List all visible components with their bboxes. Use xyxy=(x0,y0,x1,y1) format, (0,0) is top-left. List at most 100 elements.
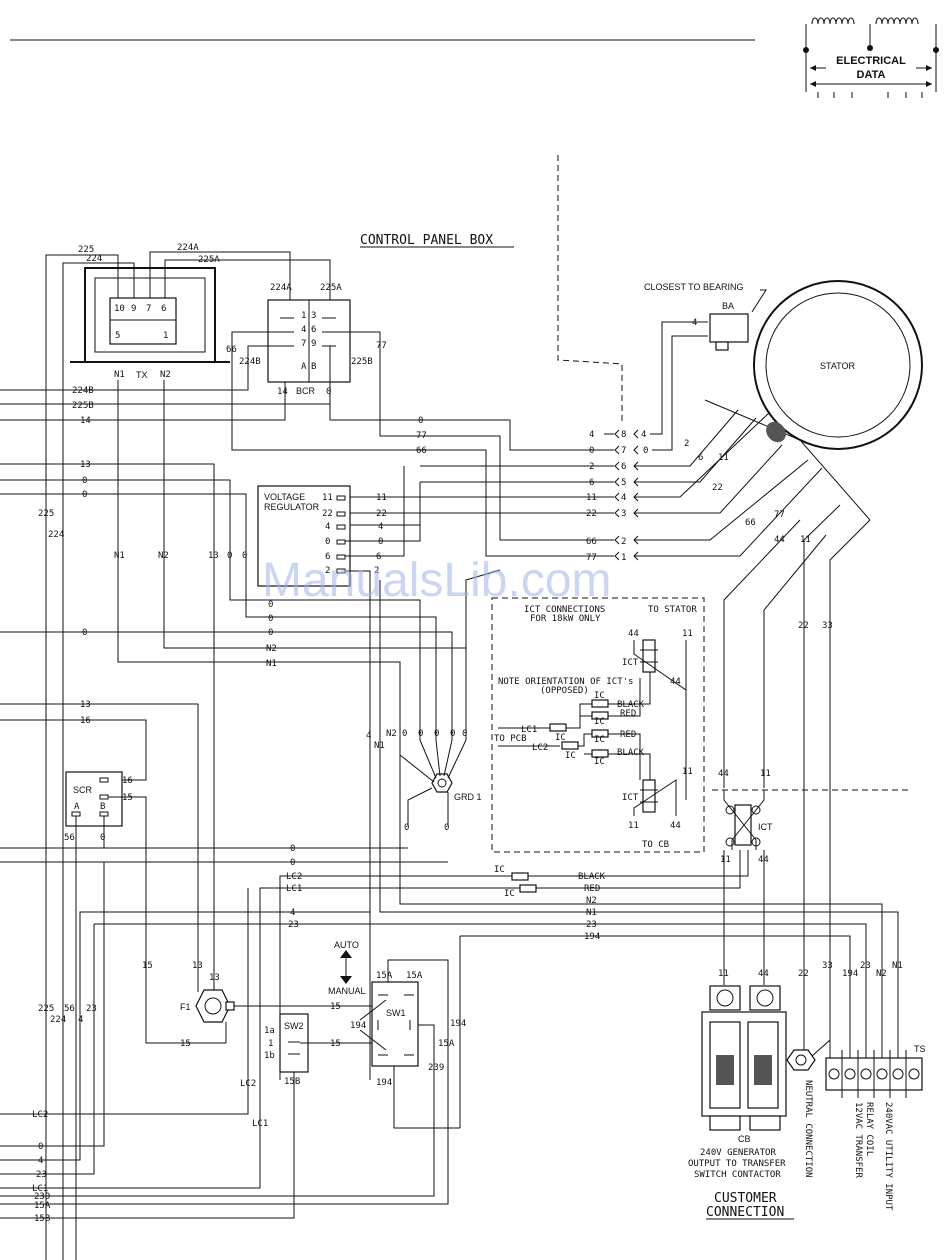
left-0-bottom: 0 xyxy=(38,1142,43,1152)
bottom-4: 4 xyxy=(78,1015,83,1025)
ict-44-c: 44 xyxy=(670,821,681,831)
tx-n1: N1 xyxy=(114,370,125,380)
ict-11-b: 11 xyxy=(682,767,693,777)
ict-connections-box: ICT CONNECTIONS FOR 18kW ONLY TO STATOR … xyxy=(491,597,705,853)
lead-33: 33 xyxy=(822,621,833,631)
sw2-15: 15 xyxy=(330,1039,341,1049)
voltage-regulator: VOLTAGE REGULATOR 11 22 4 0 6 2 11 22 4 … xyxy=(257,466,421,1080)
sw1-194-right: 194 xyxy=(450,1019,466,1029)
left-0b: 0 xyxy=(82,490,87,500)
bottom-23: 23 xyxy=(86,1004,97,1014)
bcr-225a: 225A xyxy=(320,283,342,293)
vr-label-1: VOLTAGE xyxy=(264,492,305,502)
tx-label: TX xyxy=(136,370,148,380)
left-4: 4 xyxy=(38,1156,43,1166)
f1-13b: 13 xyxy=(209,973,220,983)
sw1-15a-a: 15A xyxy=(376,971,393,981)
ba-label: BA xyxy=(722,301,734,311)
tx-n2: N2 xyxy=(160,370,171,380)
ict-ic-5: IC xyxy=(594,735,605,745)
lead-22: 22 xyxy=(798,621,809,631)
wire-224a-top: 224A xyxy=(177,243,199,253)
vert-0c: 0 xyxy=(402,729,407,739)
f1-13a: 13 xyxy=(192,961,203,971)
electrical-data-line1: ELECTRICAL xyxy=(836,55,906,67)
electrical-data-emblem: ELECTRICAL DATA xyxy=(803,17,939,98)
sw1-label: SW1 xyxy=(386,1008,406,1018)
conn-pin-6: 6 xyxy=(621,462,626,472)
bus-23: 23 xyxy=(288,920,299,930)
bcr-pin-a: A xyxy=(301,362,307,372)
cb-text-2: OUTPUT TO TRANSFER xyxy=(688,1159,786,1169)
conn-pin-8: 8 xyxy=(621,430,626,440)
wire-0-a: 0 xyxy=(268,600,273,610)
bcr-module: 1 3 4 6 7 9 A B 224A 225A 66 77 224B 225… xyxy=(226,283,387,397)
bus-0b: 0 xyxy=(290,858,295,868)
left-lc1: LC1 xyxy=(32,1184,48,1194)
left-224b: 224B xyxy=(72,386,94,396)
conn-wire-0: 0 xyxy=(589,446,594,456)
ict-ic-6: IC xyxy=(594,757,605,767)
ba-brush-assembly: CLOSEST TO BEARING BA 4 xyxy=(644,282,767,351)
vr-out-2: 2 xyxy=(374,566,379,576)
ict-black-2: BLACK xyxy=(617,748,645,758)
vr-term-22: 22 xyxy=(322,509,333,519)
scr-module: SCR 16 15 A B 56 0 xyxy=(64,771,133,843)
sw2-1a: 1a xyxy=(264,1026,275,1036)
conn-pin-1: 1 xyxy=(621,553,626,563)
cb-text-1: 240V GENERATOR xyxy=(700,1148,776,1158)
left-23: 23 xyxy=(36,1170,47,1180)
ict-title-1: ICT CONNECTIONS xyxy=(524,605,605,615)
cb-label: CB xyxy=(738,1134,751,1144)
tx-pin-5: 5 xyxy=(115,331,120,341)
vr-term-0: 0 xyxy=(325,537,330,547)
left-15a: 15A xyxy=(34,1201,51,1211)
bottom-56: 56 xyxy=(64,1004,75,1014)
neutral-22: 22 xyxy=(798,969,809,979)
ts-label: TS xyxy=(914,1044,926,1054)
conn-wire-66: 66 xyxy=(586,537,597,547)
tx-pin-1: 1 xyxy=(163,331,168,341)
ict-11-a: 11 xyxy=(682,629,693,639)
ict-44-b: 44 xyxy=(670,677,681,687)
ts-23: 23 xyxy=(860,961,871,971)
ict-red-2: RED xyxy=(620,730,636,740)
f1-15-bottom: 15 xyxy=(180,1039,191,1049)
vert-0a: 0 xyxy=(227,551,232,561)
vr-term-4: 4 xyxy=(325,522,330,532)
vert-n1: N1 xyxy=(114,551,125,561)
switch-manual: MANUAL xyxy=(328,986,366,996)
bcr-pin-b: B xyxy=(311,362,316,372)
stator-lead-66: 66 xyxy=(745,518,756,528)
ict-to-stator: TO STATOR xyxy=(648,605,697,615)
vert-lc1: LC1 xyxy=(252,1119,268,1129)
left-15b: 15B xyxy=(34,1214,50,1224)
vert-0e: 0 xyxy=(434,729,439,739)
scr-56: 56 xyxy=(64,833,75,843)
bus-4: 4 xyxy=(290,908,295,918)
conn-wire-22: 22 xyxy=(586,509,597,519)
ict-main-44: 44 xyxy=(718,769,729,779)
bus-ic-2: IC xyxy=(504,889,515,899)
ict-black-1: BLACK xyxy=(617,700,645,710)
left-13: 13 xyxy=(80,460,91,470)
bus-lc2: LC2 xyxy=(286,872,302,882)
bus-n2: N2 xyxy=(586,896,597,906)
wire-224-mid: 224 xyxy=(48,530,64,540)
panel-boundary xyxy=(557,155,623,425)
scr-pin-b: B xyxy=(100,802,105,812)
ict-lower-label: ICT xyxy=(622,793,639,803)
vert-15: 15 xyxy=(142,961,153,971)
conn-wire-77: 77 xyxy=(586,553,597,563)
tx-pin-6: 6 xyxy=(161,304,166,314)
wire-n2-a: N2 xyxy=(266,644,277,654)
conn-wire-6: 6 xyxy=(589,478,594,488)
left-lc2: LC2 xyxy=(32,1110,48,1120)
wire-225a-top: 225A xyxy=(198,255,220,265)
wire-225-mid: 225 xyxy=(38,509,54,519)
wire-66-upper: 66 xyxy=(416,446,427,456)
ts-n1: N1 xyxy=(892,961,903,971)
grd-0a: 0 xyxy=(404,823,409,833)
transfer-label-2: RELAY COIL xyxy=(864,1102,874,1156)
bcr-pin-9: 9 xyxy=(311,339,316,349)
